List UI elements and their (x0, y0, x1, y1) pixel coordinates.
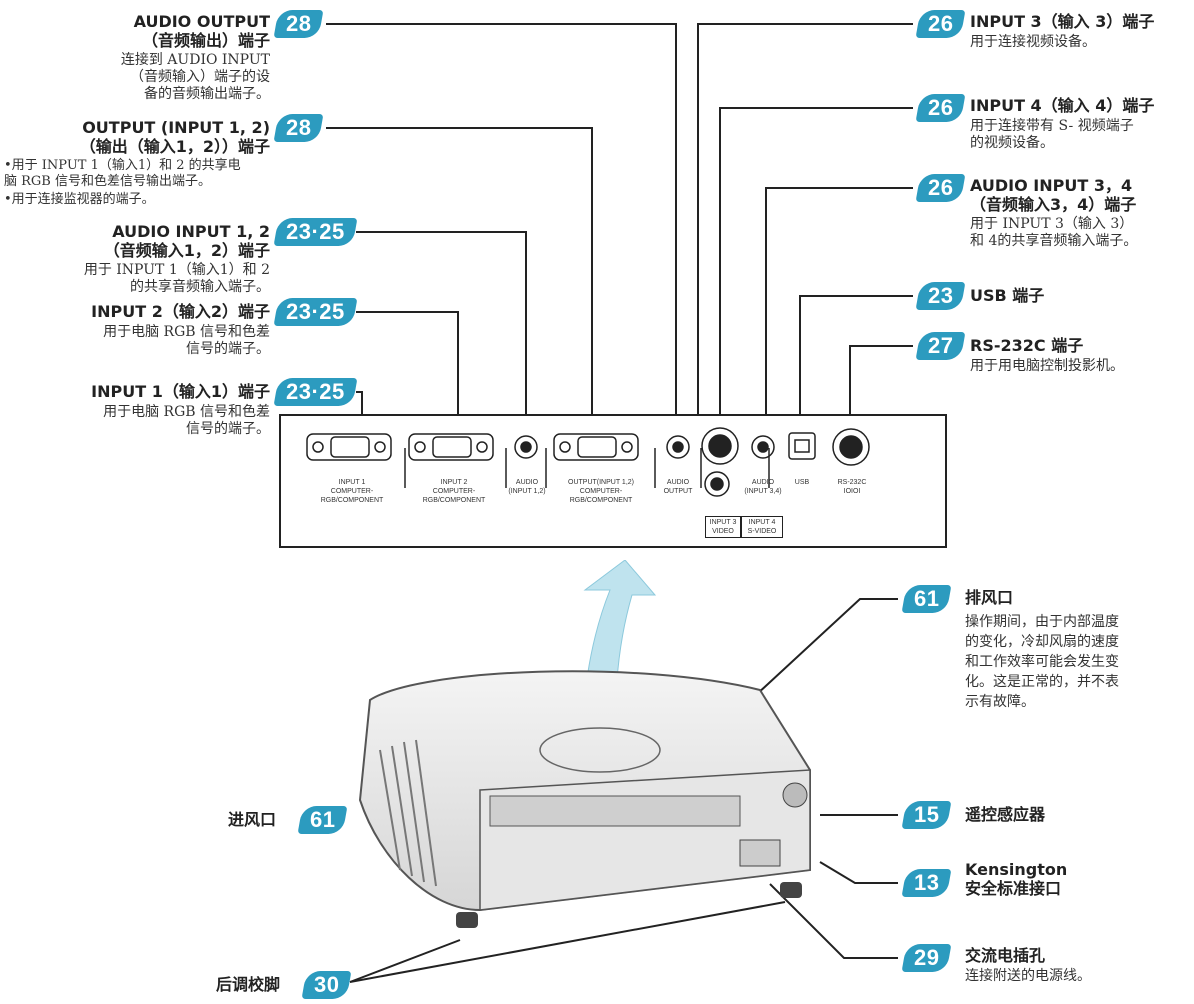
input2-badge: 23·25 (273, 298, 358, 326)
remote-title: 遥控感应器 (965, 805, 1046, 824)
audio-output-desc: 连接到 AUDIO INPUT （音频输入）端子的设 备的音频输出端子。 (120, 52, 270, 102)
audio-input34-title: AUDIO INPUT 3，4 （音频输入3，4）端子 (970, 176, 1137, 214)
input2-desc: 用于电脑 RGB 信号和色差 信号的端子。 (103, 324, 270, 357)
input4-desc: 用于连接带有 S- 视频端子 的视频设备。 (970, 118, 1134, 151)
input1-desc: 用于电脑 RGB 信号和色差 信号的端子。 (103, 404, 270, 437)
output-title: OUTPUT (INPUT 1, 2) （输出（输入1，2））端子 (79, 118, 270, 156)
kensington-title: Kensington 安全标准接口 (965, 860, 1068, 898)
input1-title: INPUT 1（输入1）端子 (91, 382, 270, 401)
panel-usb-label: USB (794, 479, 810, 486)
ac-desc: 连接附送的电源线。 (965, 968, 1091, 984)
exhaust-title: 排风口 (965, 588, 1014, 607)
panel-input2-label: INPUT 2 COMPUTER-RGB/COMPONENT (422, 479, 486, 504)
ac-title: 交流电插孔 (965, 946, 1046, 965)
panel-art (306, 427, 870, 497)
audio-input12-badge: 23·25 (273, 218, 358, 246)
rs232c-title: RS-232C 端子 (970, 336, 1084, 355)
rear-foot-label: 后调校脚 (216, 975, 281, 994)
output-bullet-1: •用于 INPUT 1（输入1）和 2 的共享电 脑 RGB 信号和色差信号输出… (4, 158, 241, 189)
panel-input3-label: INPUT 3 VIDEO (705, 516, 741, 538)
input2-title: INPUT 2（输入2）端子 (91, 302, 270, 321)
rs232c-desc: 用于用电脑控制投影机。 (970, 358, 1124, 374)
intake-label: 进风口 (228, 810, 277, 829)
input3-desc: 用于连接视频设备。 (970, 34, 1096, 50)
input1-badge: 23·25 (273, 378, 358, 406)
input3-title: INPUT 3（输入 3）端子 (970, 12, 1155, 31)
input4-title: INPUT 4（输入 4）端子 (970, 96, 1155, 115)
rear-panel-closeup: INPUT 1 COMPUTER-RGB/COMPONENT INPUT 2 C… (279, 414, 947, 548)
panel-rs232c-label: RS-232C IOIOI (837, 479, 867, 495)
panel-input1-label: INPUT 1 COMPUTER-RGB/COMPONENT (320, 479, 384, 504)
audio-input12-title: AUDIO INPUT 1, 2 （音频输入1，2）端子 (103, 222, 270, 260)
panel-output-label: OUTPUT(INPUT 1,2) COMPUTER-RGB/COMPONENT (568, 479, 634, 504)
panel-input4-label: INPUT 4 S-VIDEO (741, 516, 783, 538)
projector-illustration (358, 670, 811, 928)
panel-audio34-label: AUDIO (INPUT 3,4) (744, 479, 782, 495)
audio-output-title: AUDIO OUTPUT （音频输出）端子 (133, 12, 270, 50)
panel-audio12-label: AUDIO (INPUT 1,2) (508, 479, 546, 495)
usb-title: USB 端子 (970, 286, 1045, 305)
audio-input12-desc: 用于 INPUT 1（输入1）和 2 的共享音频输入端子。 (83, 262, 270, 295)
output-bullet-2: •用于连接监视器的端子。 (4, 192, 155, 207)
panel-audio-out-label: AUDIO OUTPUT (663, 479, 693, 495)
audio-input34-desc: 用于 INPUT 3（输入 3） 和 4的共享音频输入端子。 (970, 216, 1138, 249)
exhaust-desc: 操作期间，由于内部温度 的变化，冷却风扇的速度 和工作效率可能会发生变 化。这是… (965, 614, 1119, 710)
